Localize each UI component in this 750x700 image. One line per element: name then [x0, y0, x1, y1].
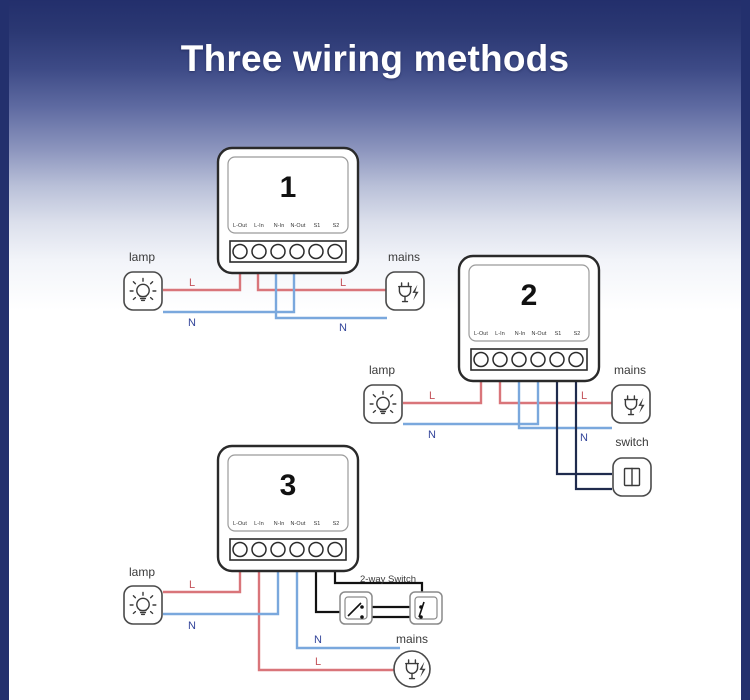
diagram-3: 3 L-Out L-In N-In N-Out S1 S2 lamp: [123, 444, 443, 688]
diagram-3-device: 3 L-Out L-In N-In N-Out S1 S2: [216, 444, 360, 573]
lamp-neutral-label-1: N: [188, 317, 196, 329]
terminal-label-l-in-2: L-In: [495, 331, 505, 337]
diagram-2-mains: mains: [611, 363, 651, 424]
lamp-caption-3: lamp: [129, 565, 155, 579]
mains-caption-1: mains: [388, 250, 420, 264]
diagram-3-mains: mains: [393, 632, 431, 688]
lamp-neutral-label-3: N: [188, 620, 196, 632]
terminal-label-n-in: N-In: [274, 223, 285, 229]
diagram-3-wires: [163, 570, 424, 672]
terminal-label-s1-2: S1: [555, 331, 562, 337]
terminal-label-s2-2: S2: [574, 331, 581, 337]
terminal-label-l-out-2: L-Out: [474, 331, 488, 337]
mains-caption-3: mains: [396, 632, 428, 646]
lamp-live-label-1: L: [189, 277, 195, 289]
terminal-label-n-in-2: N-In: [515, 331, 526, 337]
mains-neutral-label-1: N: [339, 322, 347, 334]
lamp-caption-2: lamp: [369, 363, 395, 377]
mains-live-label-1: L: [340, 277, 346, 289]
header-gradient-background: [0, 0, 750, 310]
right-border: [741, 0, 750, 700]
mains-live-label-3: L: [315, 656, 321, 668]
terminal-label-n-in-3: N-In: [274, 521, 285, 527]
diagram-2: 2 L-Out L-In N-In N-Out S1 S2 lamp: [363, 254, 652, 497]
device-number-2: 2: [521, 279, 538, 312]
terminal-label-l-out-3: L-Out: [233, 521, 247, 527]
mains-live-label-2: L: [581, 390, 587, 402]
lamp-live-label-2: L: [429, 390, 435, 402]
diagram-3-lamp: lamp: [123, 565, 163, 625]
lamp-live-label-3: L: [189, 579, 195, 591]
page-title: Three wiring methods: [180, 38, 570, 79]
lamp-caption-1: lamp: [129, 250, 155, 264]
terminal-label-n-out: N-Out: [291, 223, 306, 229]
device-number-1: 1: [280, 171, 297, 204]
left-border: [0, 0, 9, 700]
diagram-2-device: 2 L-Out L-In N-In N-Out S1 S2: [457, 254, 601, 383]
diagram-1-lamp: lamp: [123, 250, 163, 311]
terminal-label-l-in: L-In: [254, 223, 264, 229]
diagram-1-mains: mains: [385, 250, 425, 311]
terminal-label-l-in-3: L-In: [254, 521, 264, 527]
lamp-neutral-label-2: N: [428, 429, 436, 441]
diagram-1: 1 L-Out L-In N-In N-Out S1 S2 lamp: [123, 146, 425, 334]
diagram-2-wires: [403, 380, 612, 491]
terminal-label-n-out-3: N-Out: [291, 521, 306, 527]
diagram-2-lamp: lamp: [363, 363, 403, 424]
two-way-switch-caption: 2-way Switch: [360, 574, 416, 585]
mains-caption-2: mains: [614, 363, 646, 377]
terminal-label-s2: S2: [333, 223, 340, 229]
mains-neutral-label-3: N: [314, 634, 322, 646]
terminal-label-s1: S1: [314, 223, 321, 229]
diagram-3-two-way-switch: 2-way Switch: [339, 574, 443, 625]
terminal-label-s2-3: S2: [333, 521, 340, 527]
switch-caption-2: switch: [615, 435, 648, 449]
diagram-2-switch: switch: [612, 435, 652, 497]
device-number-3: 3: [280, 469, 297, 502]
terminal-label-n-out-2: N-Out: [532, 331, 547, 337]
mains-neutral-label-2: N: [580, 432, 588, 444]
terminal-label-l-out: L-Out: [233, 223, 247, 229]
diagram-1-device: 1 L-Out L-In N-In N-Out S1 S2: [216, 146, 360, 275]
terminal-label-s1-3: S1: [314, 521, 321, 527]
